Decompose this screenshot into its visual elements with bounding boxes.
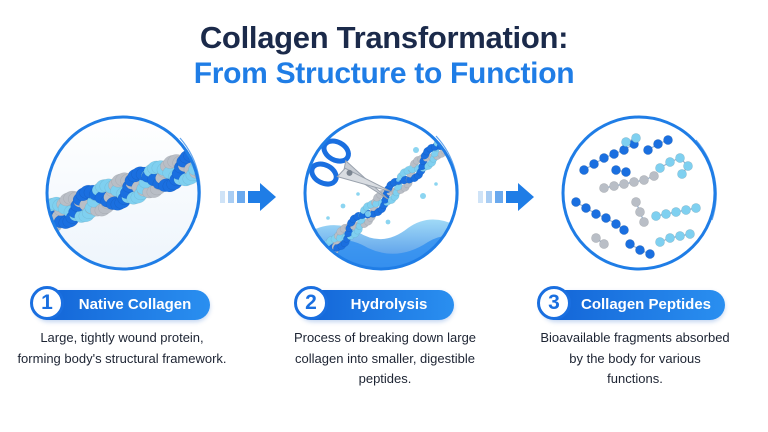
- step-3-description: Bioavailable fragments absorbed by the b…: [540, 330, 730, 386]
- step-number: 2: [294, 286, 328, 320]
- peptide-fragments-icon: [561, 115, 717, 271]
- collagen-triple-helix-icon: [45, 115, 201, 271]
- native-collagen-illustration: [40, 110, 206, 276]
- right-arrow-icon: [478, 183, 534, 211]
- scissors-and-water-splash-icon: [303, 115, 459, 271]
- right-arrow-icon: [220, 183, 276, 211]
- hydrolysis-illustration: [298, 110, 464, 276]
- step-label: Collagen Peptides: [580, 296, 712, 313]
- step-2-badge: 2 Hydrolysis: [294, 286, 454, 320]
- step-number: 3: [537, 286, 571, 320]
- step-1-description: Large, tightly wound protein, forming bo…: [17, 330, 227, 366]
- step-label: Hydrolysis: [350, 296, 428, 313]
- collagen-peptides-illustration: [556, 110, 722, 276]
- step-3-badge: 3 Collagen Peptides: [537, 286, 725, 320]
- subtitle: From Structure to Function: [193, 57, 575, 90]
- step-2-description: Process of breaking down large collagen …: [293, 330, 477, 386]
- step-1-badge: 1 Native Collagen: [30, 286, 210, 320]
- main-title: Collagen Transformation:: [199, 20, 569, 55]
- step-number: 1: [30, 286, 64, 320]
- step-label: Native Collagen: [78, 296, 192, 313]
